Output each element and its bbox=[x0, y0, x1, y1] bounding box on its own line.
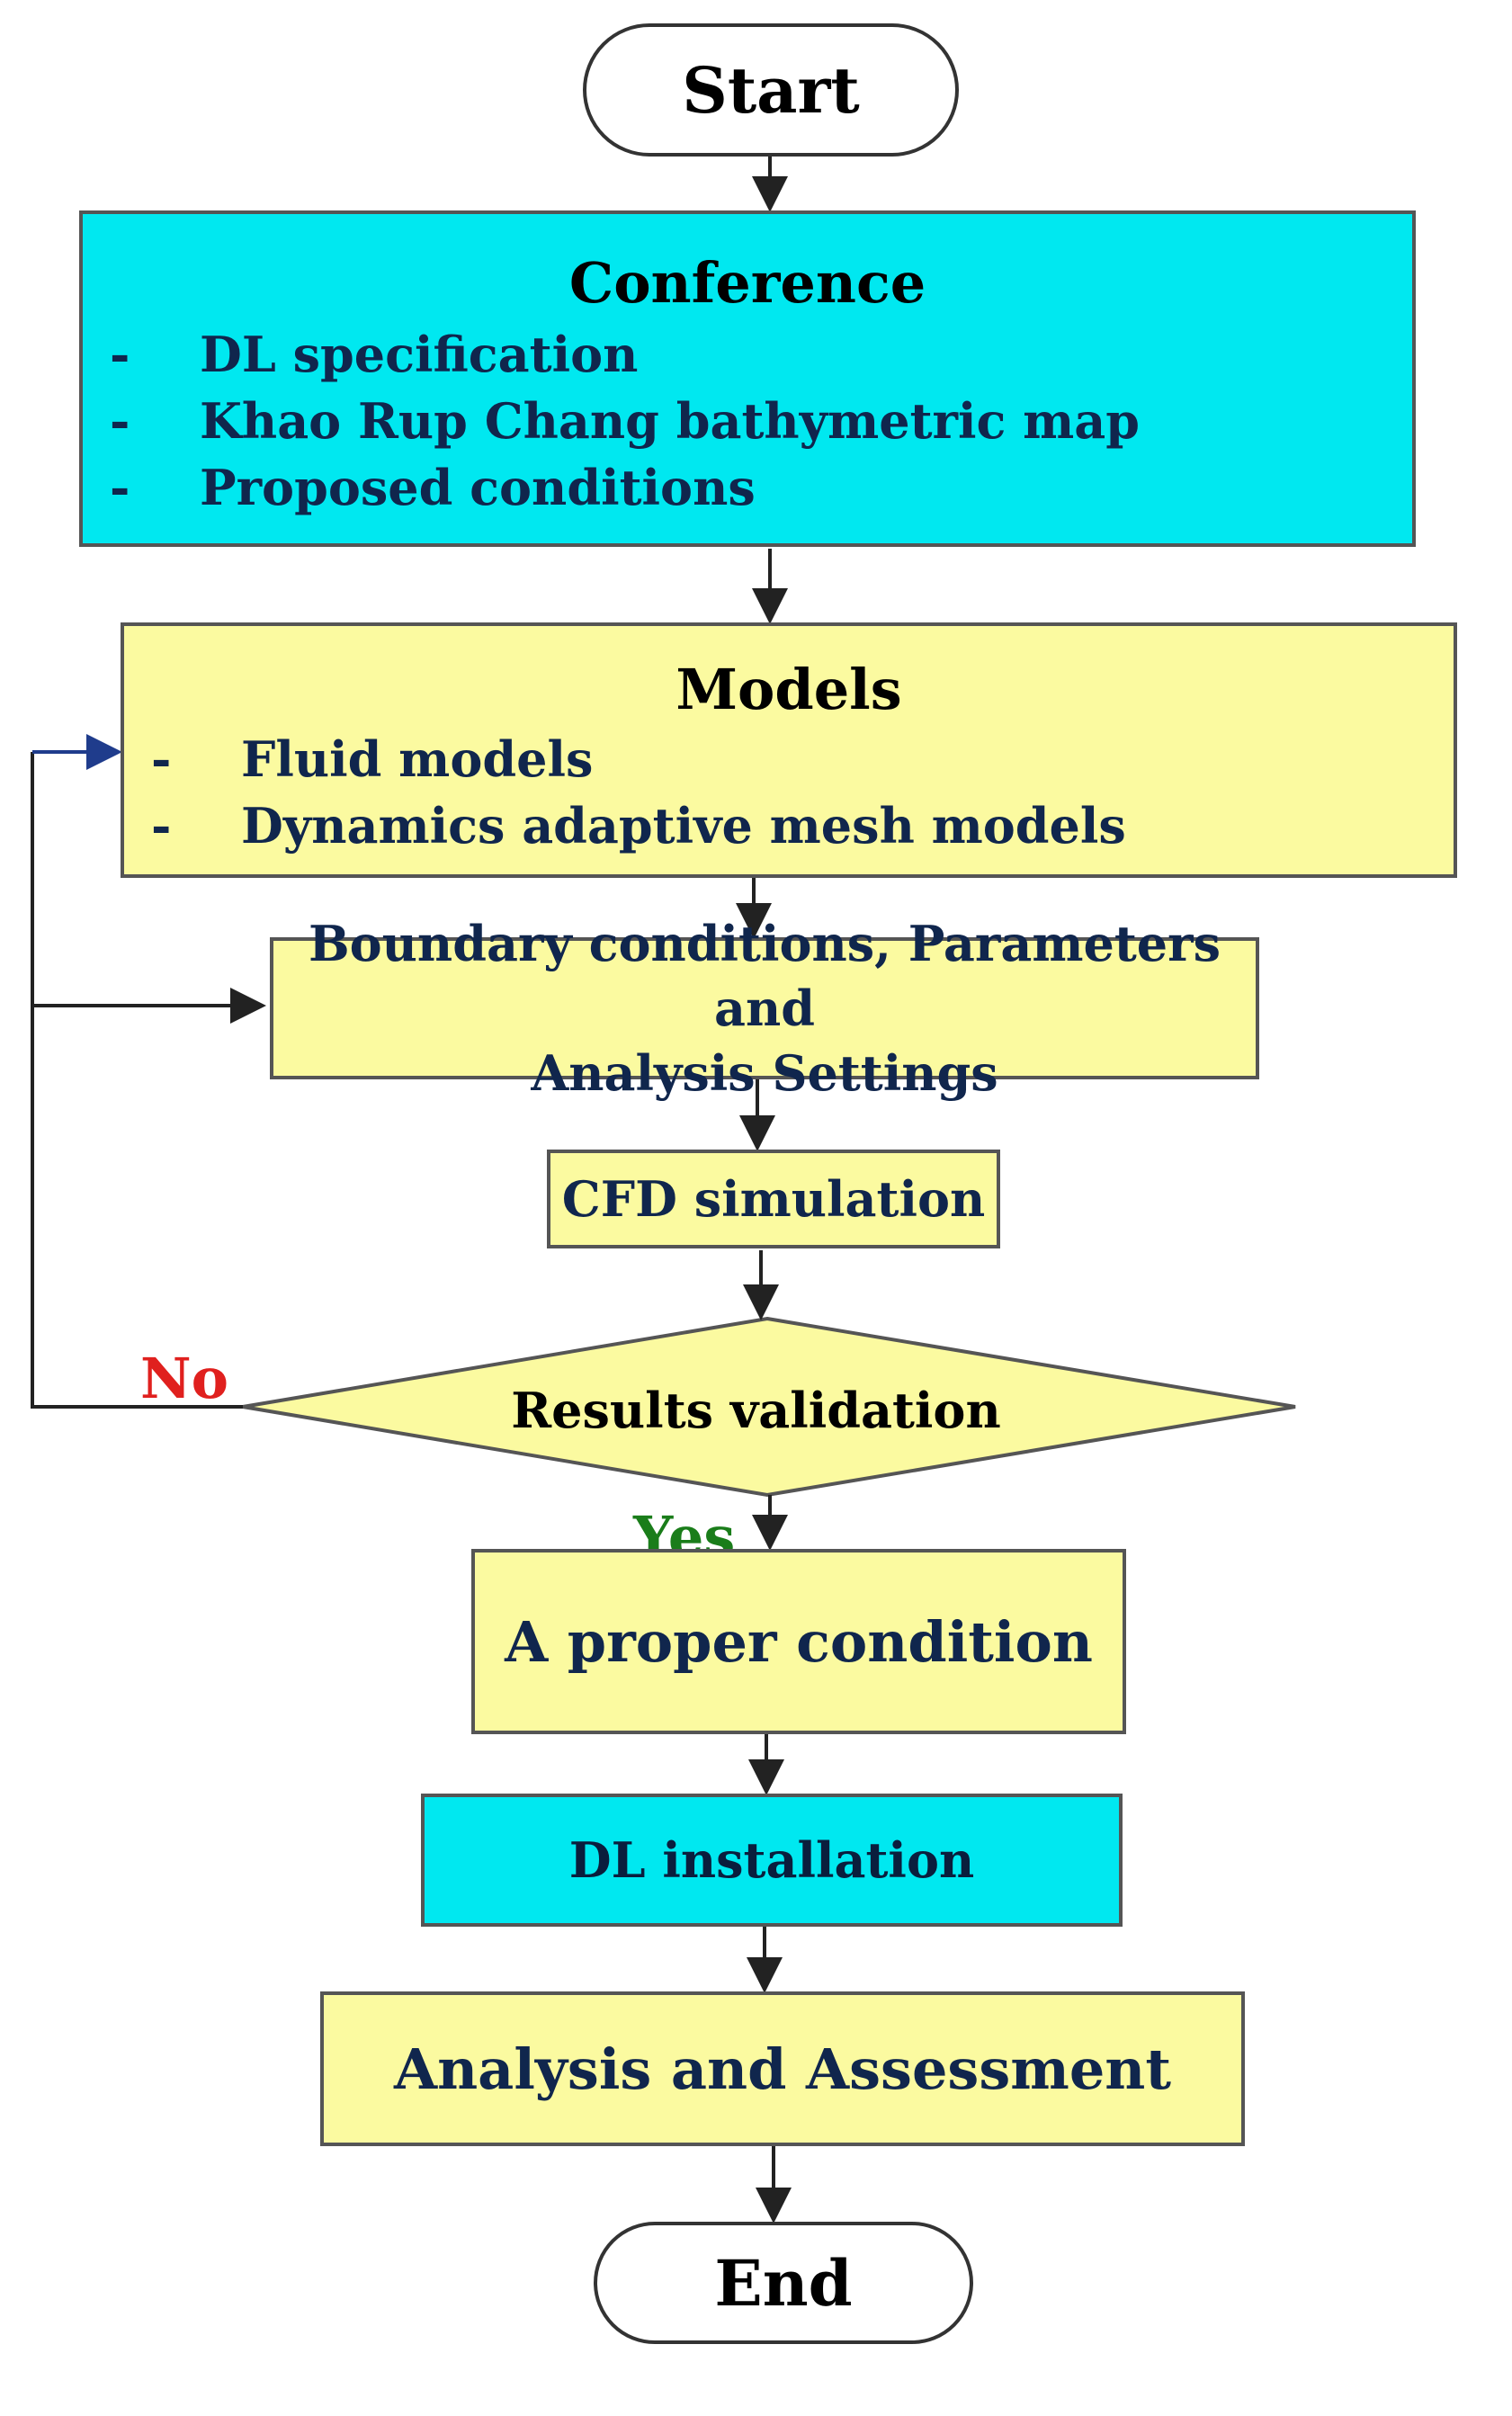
end-label: End bbox=[714, 2245, 853, 2321]
models-item-2: Dynamics adaptive mesh models bbox=[241, 797, 1126, 855]
models-item-1: Fluid models bbox=[241, 730, 594, 788]
models-bullet-1: - bbox=[151, 730, 172, 788]
start-terminal: Start bbox=[583, 23, 959, 157]
models-box: Models - Fluid models - Dynamics adaptiv… bbox=[121, 622, 1457, 878]
start-label: Start bbox=[682, 52, 860, 128]
feedback-loop-line bbox=[31, 752, 243, 1409]
conference-bullet-1: - bbox=[110, 326, 130, 383]
conference-bullet-3: - bbox=[110, 459, 130, 516]
installation-label: DL installation bbox=[568, 1831, 975, 1889]
installation-box: DL installation bbox=[421, 1794, 1123, 1927]
conference-item-2: Khao Rup Chang bathymetric map bbox=[200, 392, 1141, 450]
boundary-box: Boundary conditions, Parameters and Anal… bbox=[270, 915, 1259, 1102]
boundary-line-1: Boundary conditions, Parameters and bbox=[309, 915, 1221, 1037]
decision-diamond bbox=[242, 1316, 1296, 1498]
analysis-box: Analysis and Assessment bbox=[320, 1991, 1245, 2146]
conference-item-3: Proposed conditions bbox=[200, 459, 756, 516]
decision-label: Results validation bbox=[511, 1382, 1001, 1439]
no-label: No bbox=[140, 1346, 229, 1411]
conference-item-1: DL specification bbox=[200, 326, 639, 383]
decision-text-wrap: Results validation bbox=[0, 1374, 1512, 1446]
boundary-line-2: Analysis Settings bbox=[531, 1044, 998, 1102]
models-title: Models bbox=[675, 657, 902, 722]
cfd-label: CFD simulation bbox=[561, 1170, 986, 1228]
conference-box: Conference - DL specification - Khao Rup… bbox=[79, 210, 1416, 547]
proper-condition-box: A proper condition bbox=[471, 1549, 1126, 1734]
end-terminal: End bbox=[594, 2222, 973, 2344]
cfd-box: CFD simulation bbox=[547, 1150, 1000, 1248]
conference-bullet-2: - bbox=[110, 392, 130, 450]
models-bullet-2: - bbox=[151, 797, 172, 855]
analysis-label: Analysis and Assessment bbox=[393, 2036, 1171, 2102]
conference-title: Conference bbox=[568, 250, 926, 316]
proper-condition-label: A proper condition bbox=[505, 1608, 1093, 1675]
